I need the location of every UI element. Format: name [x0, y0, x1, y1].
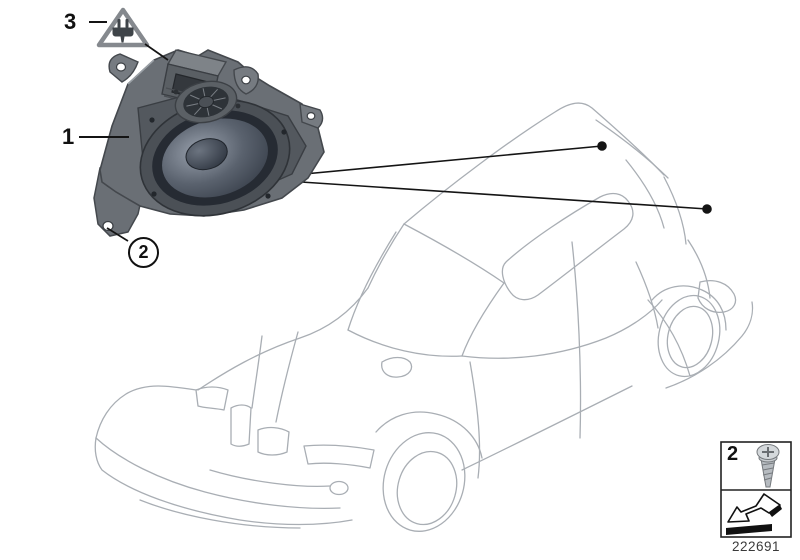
- callout-1-label[interactable]: 1: [62, 124, 75, 149]
- electrical-warning-icon: [96, 7, 150, 48]
- callout-dot-pillar: [702, 204, 712, 214]
- callout-leader-lines: [79, 21, 169, 242]
- legend-box[interactable]: [720, 441, 792, 538]
- legend-qty-label[interactable]: 2: [727, 443, 739, 465]
- tweeter-illustration: [174, 80, 238, 124]
- callout-pointer-lines: [282, 141, 712, 214]
- screw-icon: [756, 444, 780, 488]
- callout-dot-roof: [597, 141, 607, 151]
- callout-3-label[interactable]: 3: [64, 9, 77, 34]
- car-outline-illustration: [94, 102, 754, 532]
- diagram-part-number: 222691: [731, 539, 781, 554]
- callout-2-circle[interactable]: 2: [128, 237, 159, 268]
- speaker-assembly-illustration: [93, 49, 325, 237]
- direction-arrow-icon: [726, 493, 782, 535]
